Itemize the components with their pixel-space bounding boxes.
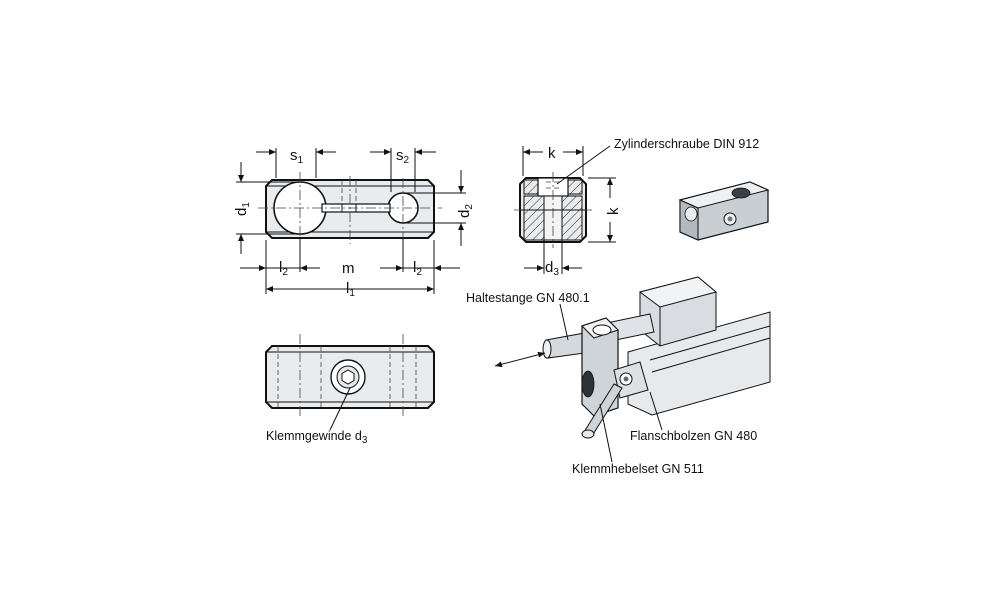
dim-l1: l1: [346, 280, 355, 299]
front-dimensions: [236, 148, 466, 294]
label-screw: Zylinderschraube DIN 912: [614, 137, 759, 151]
dim-m: m: [342, 260, 355, 277]
dim-k-side: k: [605, 207, 622, 215]
dim-l2-right: l2: [413, 259, 422, 278]
dim-d3: d3: [545, 259, 559, 278]
isometric-block-view: [678, 181, 770, 241]
front-view: [258, 172, 442, 244]
label-flange-bolt: Flanschbolzen GN 480: [630, 429, 757, 443]
label-holding-rod: Haltestange GN 480.1: [466, 291, 590, 305]
dim-s2: s2: [396, 147, 410, 166]
dim-l2-left: l2: [279, 259, 288, 278]
side-dimensions: [522, 145, 616, 274]
dim-s1: s1: [290, 147, 304, 166]
dim-d1: d1: [233, 202, 252, 216]
dim-k-top: k: [548, 145, 556, 162]
label-lever-set: Klemmhebelset GN 511: [572, 462, 704, 476]
assembly-illustration: [494, 276, 771, 463]
top-view: [265, 334, 435, 431]
dim-d2: d2: [456, 204, 475, 218]
label-clamping-thread: Klemmgewinde d3: [266, 429, 368, 446]
side-section-view: [514, 172, 592, 248]
